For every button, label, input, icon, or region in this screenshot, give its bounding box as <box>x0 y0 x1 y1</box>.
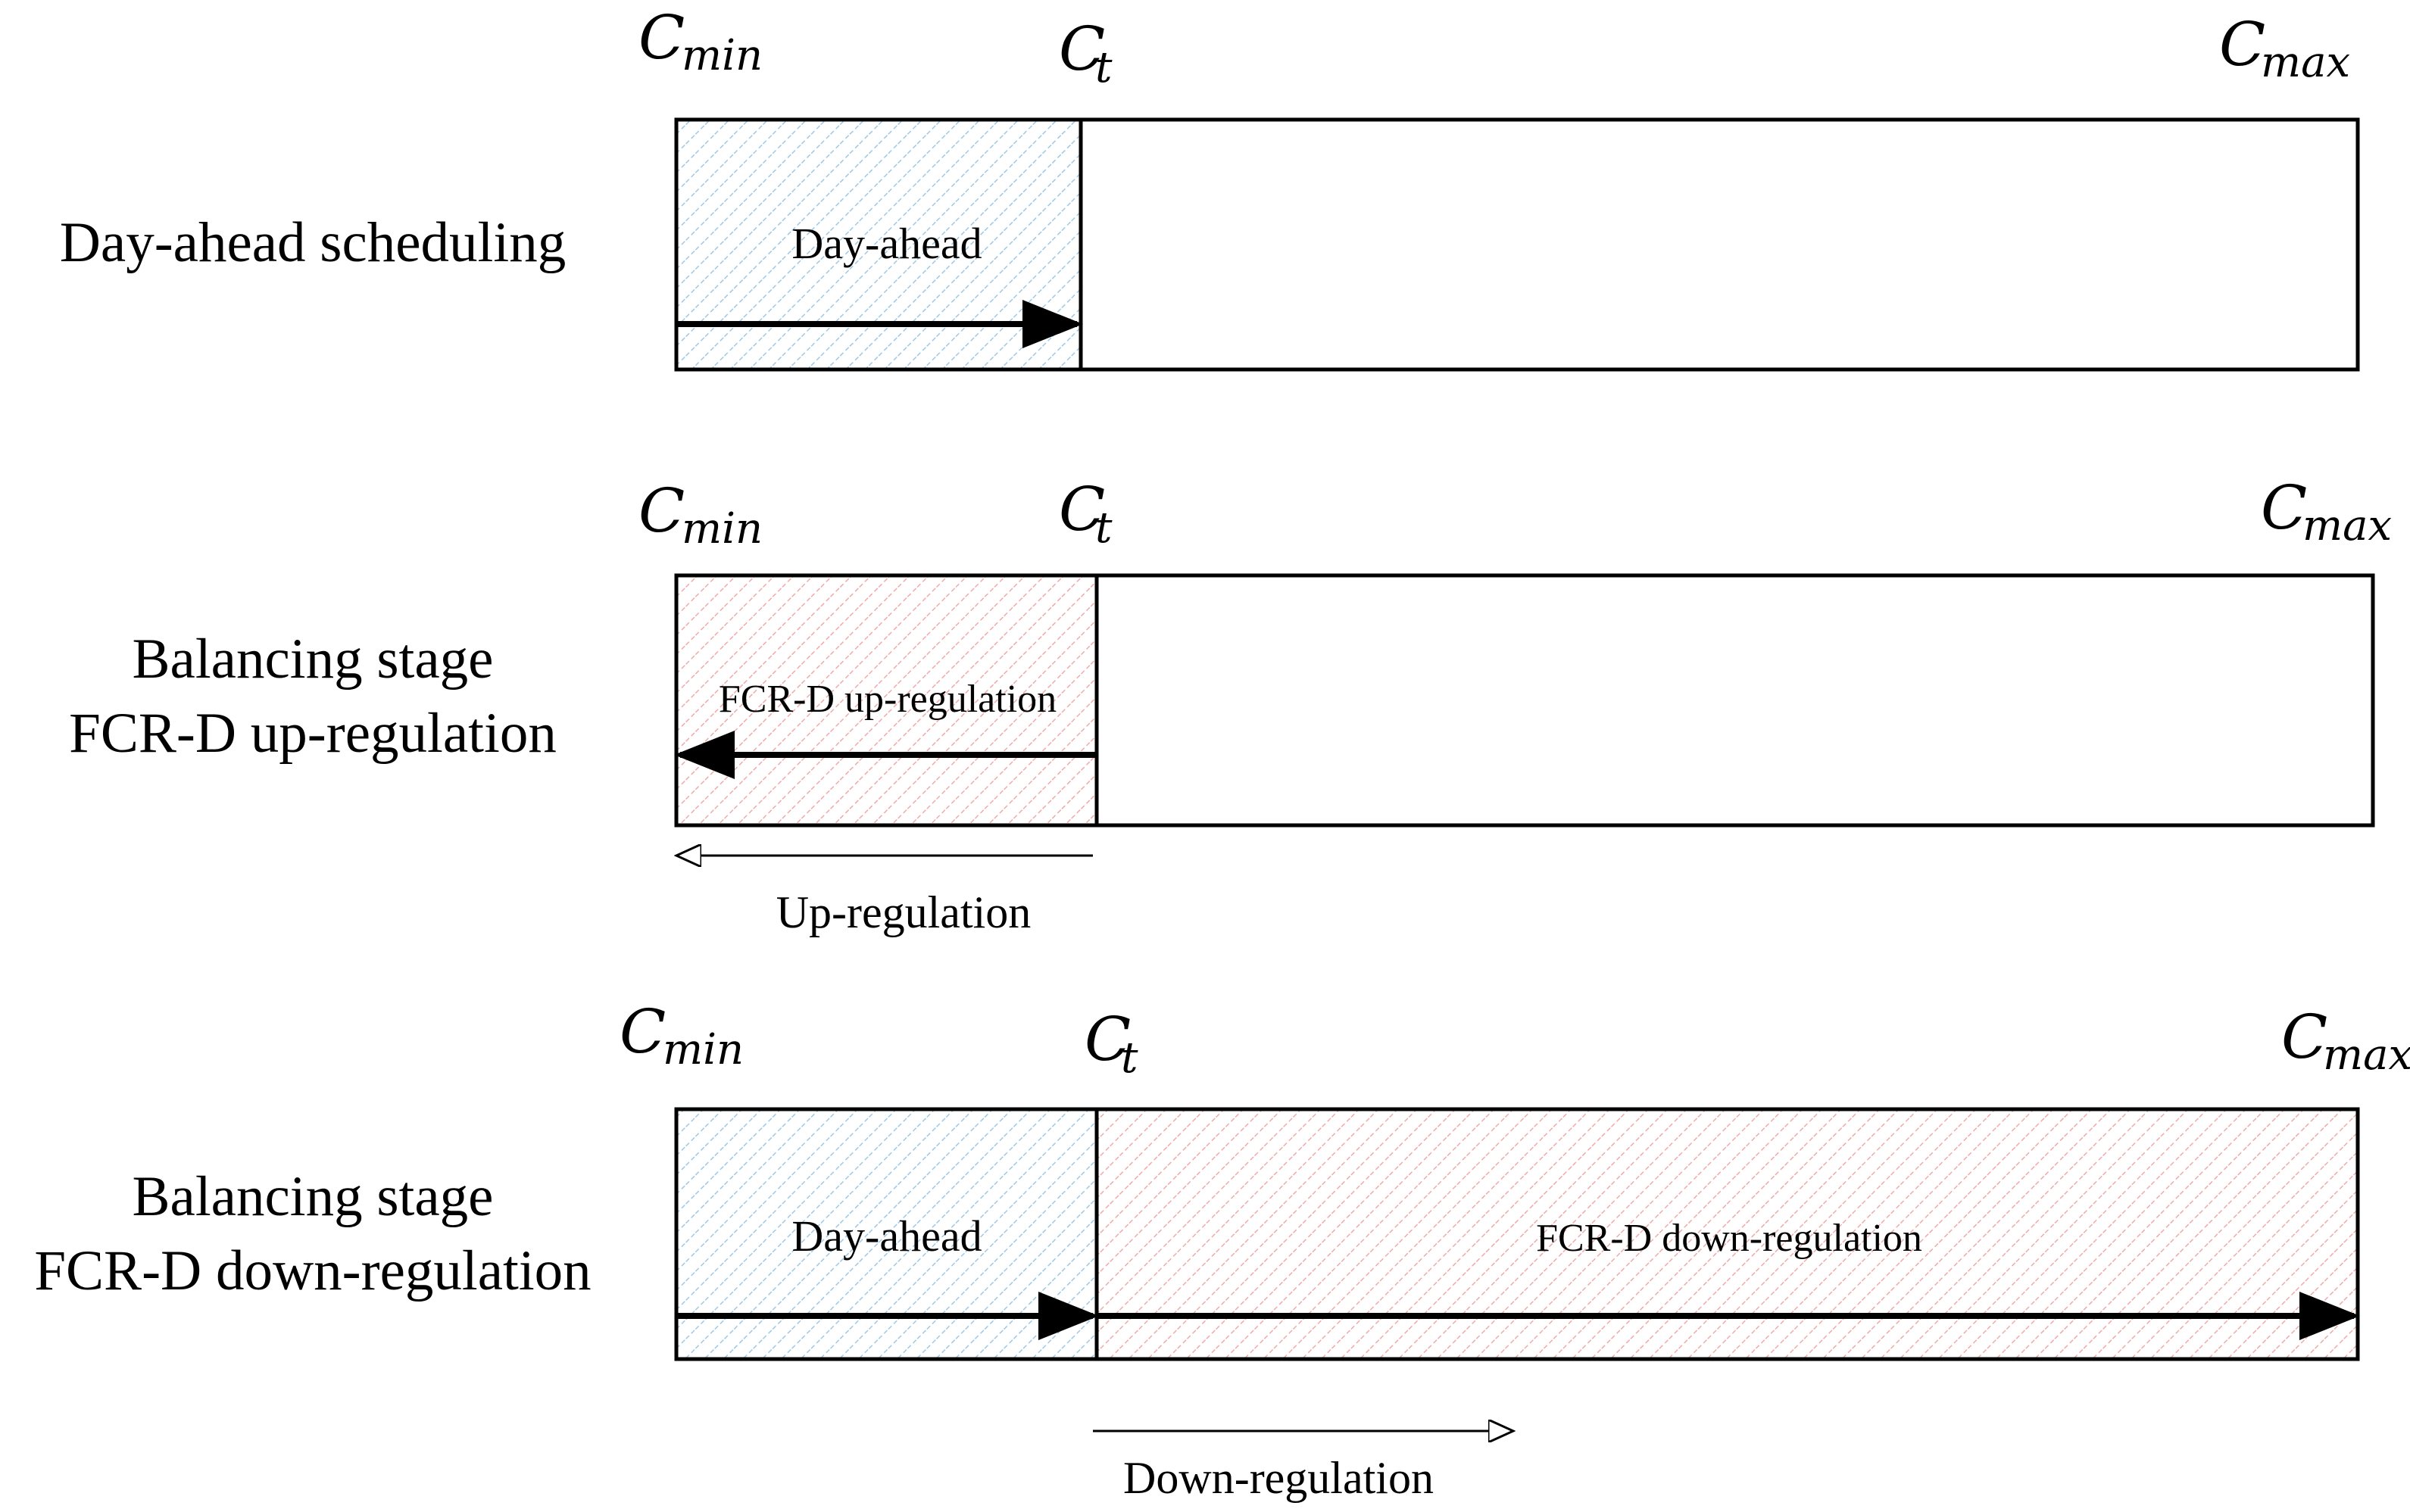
cmax-symbol: C max <box>2261 472 2392 550</box>
up-regulation-label: Up-regulation <box>776 887 1032 937</box>
t-subscript: t <box>1095 43 1113 92</box>
row-label-line: FCR-D down-regulation <box>34 1239 591 1302</box>
c-main-symbol: C <box>1085 1004 1131 1074</box>
c-main-symbol: C <box>620 996 666 1067</box>
t-subscript: t <box>1121 1033 1138 1083</box>
c-main-symbol: C <box>2219 9 2265 79</box>
row-label-line: Day-ahead scheduling <box>60 211 566 274</box>
row-label-line: Balancing stage <box>133 628 494 691</box>
c-main-symbol: C <box>1059 474 1105 544</box>
cmax-symbol: C max <box>2219 9 2350 87</box>
row-label-line: FCR-D up-regulation <box>69 702 557 765</box>
max-subscript: max <box>2261 38 2350 87</box>
min-subscript: min <box>682 504 763 553</box>
c-main-symbol: C <box>638 475 685 546</box>
c-main-symbol: C <box>638 2 685 73</box>
max-subscript: max <box>2302 501 2392 550</box>
cmin-symbol: C min <box>638 475 763 553</box>
capacity-bar-outline <box>674 1107 2360 1361</box>
segment-label: FCR-D up-regulation <box>719 678 1057 721</box>
t-subscript: t <box>1095 503 1113 553</box>
cmin-symbol: C min <box>638 2 763 80</box>
day-ahead-segment <box>676 120 1081 369</box>
ct-symbol: C t <box>1059 474 1113 553</box>
segment-label: FCR-D down-regulation <box>1536 1217 1922 1260</box>
fcr-d-up-segment <box>676 575 1097 825</box>
ct-symbol: C t <box>1085 1004 1138 1083</box>
max-subscript: max <box>2323 1030 2410 1080</box>
row-day-ahead-scheduling: Day-ahead scheduling C min C t C max Day… <box>60 2 2360 372</box>
row-balancing-down-regulation: Balancing stage FCR-D down-regulation C … <box>34 996 2410 1503</box>
row-balancing-up-regulation: Balancing stage FCR-D up-regulation C mi… <box>69 472 2392 937</box>
capacity-bar-outline <box>674 573 2375 828</box>
c-main-symbol: C <box>1059 14 1105 84</box>
min-subscript: min <box>663 1025 744 1074</box>
down-regulation-label: Down-regulation <box>1123 1453 1434 1503</box>
cmin-symbol: C min <box>620 996 744 1074</box>
row-label-line: Balancing stage <box>133 1165 494 1228</box>
segment-label: Day-ahead <box>791 1211 982 1261</box>
ct-symbol: C t <box>1059 14 1113 92</box>
capacity-bar-outline <box>674 117 2360 372</box>
c-main-symbol: C <box>2281 1002 2327 1072</box>
segment-label: Day-ahead <box>791 219 982 268</box>
cmax-symbol: C max <box>2281 1002 2410 1080</box>
min-subscript: min <box>682 31 763 80</box>
c-main-symbol: C <box>2261 472 2307 543</box>
